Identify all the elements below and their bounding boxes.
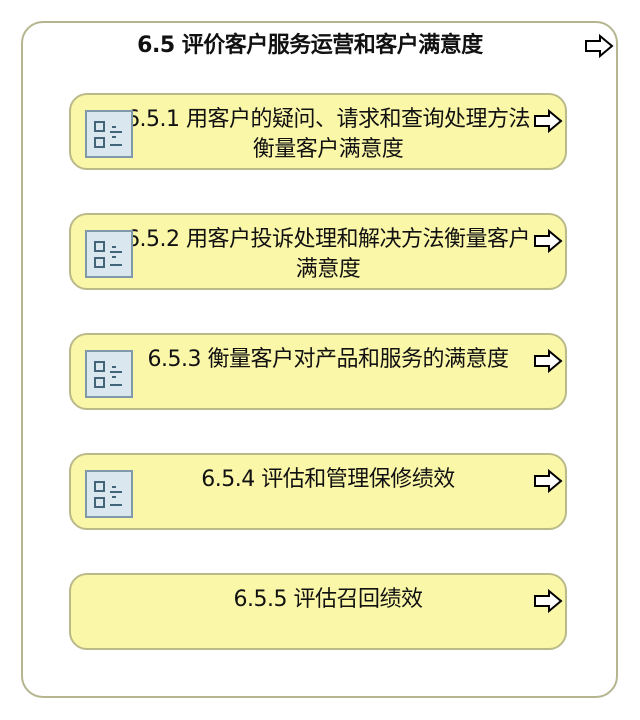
- task-list-icon: [85, 350, 133, 398]
- process-box-6-5-3[interactable]: 6.5.3 衡量客户对产品和服务的满意度: [69, 333, 567, 410]
- right-arrow-icon[interactable]: [532, 588, 564, 614]
- process-box-label: 6.5.3 衡量客户对产品和服务的满意度: [147, 347, 509, 372]
- process-box-6-5-5[interactable]: 6.5.5 评估召回绩效: [69, 573, 567, 650]
- task-list-icon: [85, 230, 133, 278]
- process-box-6-5-1[interactable]: 6.5.1 用客户的疑问、请求和查询处理方法衡量客户满意度: [69, 93, 567, 170]
- right-arrow-icon[interactable]: [532, 228, 564, 254]
- process-box-6-5-2[interactable]: 6.5.2 用客户投诉处理和解决方法衡量客户满意度: [69, 213, 567, 290]
- process-box-label: 6.5.5 评估召回绩效: [233, 587, 423, 612]
- process-group-title: 6.5 评价客户服务运营和客户满意度: [137, 33, 483, 58]
- task-list-icon: [85, 110, 133, 158]
- task-list-icon: [85, 470, 133, 518]
- process-box-6-5-4[interactable]: 6.5.4 评估和管理保修绩效: [69, 453, 567, 530]
- right-arrow-icon[interactable]: [583, 33, 615, 59]
- process-box-label: 6.5.4 评估和管理保修绩效: [201, 467, 455, 492]
- right-arrow-icon[interactable]: [532, 468, 564, 494]
- right-arrow-icon[interactable]: [532, 348, 564, 374]
- process-box-label: 6.5.2 用客户投诉处理和解决方法衡量客户满意度: [126, 227, 530, 282]
- right-arrow-icon[interactable]: [532, 108, 564, 134]
- process-box-label: 6.5.1 用客户的疑问、请求和查询处理方法衡量客户满意度: [126, 107, 530, 162]
